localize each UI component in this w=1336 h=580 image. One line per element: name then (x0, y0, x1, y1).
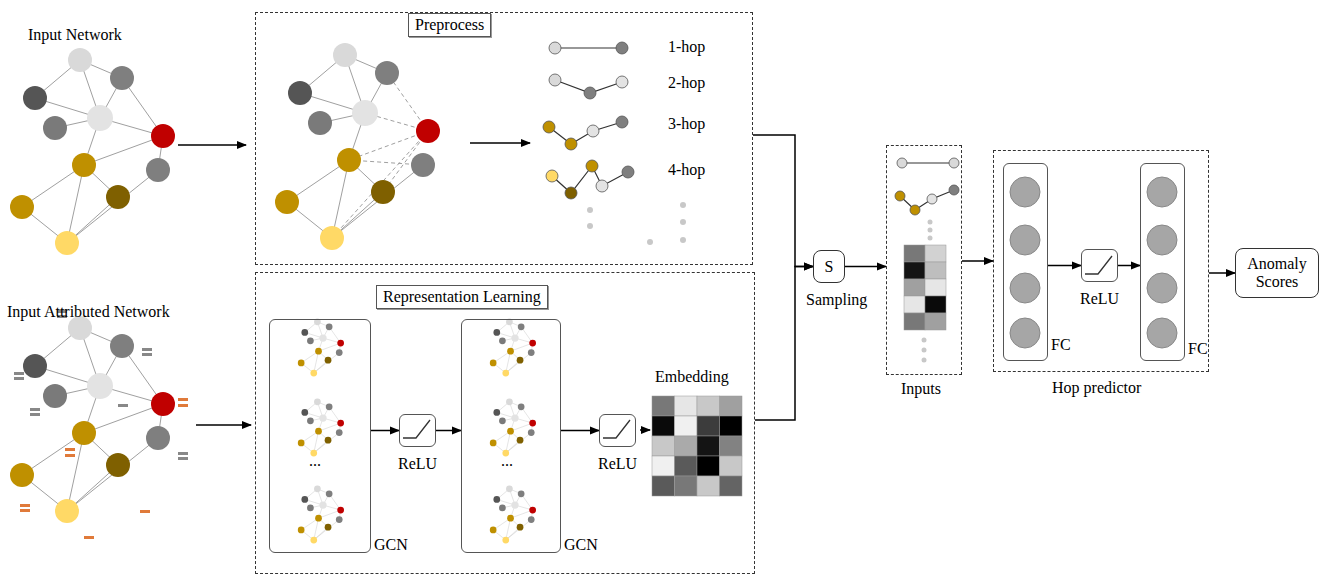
layer-box: FC (1003, 163, 1048, 361)
node-text: Preprocess (408, 13, 491, 37)
flow-arrow (436, 430, 461, 432)
node-text: GCN (374, 536, 408, 554)
dashed-region: Inputs (886, 145, 962, 375)
node-text: Sampling (806, 291, 867, 309)
figure-label: 4-hop (668, 161, 705, 179)
layer-box: ReLU (599, 414, 636, 447)
node-text: S (814, 258, 844, 276)
figure-label: Embedding (655, 368, 729, 386)
dashed-region: Hop predictorFCReLUFC (993, 150, 1209, 372)
process-box: SSampling (813, 250, 845, 283)
figure-label: Input Attributed Network (7, 303, 170, 321)
node-text: Anomaly Scores (1236, 255, 1318, 292)
dashed-region: Representation LearningGCNReLUGCNReLU (255, 272, 755, 574)
figure-label: 1-hop (668, 38, 705, 56)
node-text: FC (1051, 336, 1071, 354)
node-text: Hop predictor (1052, 379, 1141, 397)
layer-box: ReLU (1081, 249, 1118, 282)
layer-box: GCN (461, 319, 561, 553)
layer-box: FC (1140, 163, 1185, 361)
layer-box: GCN (269, 319, 371, 553)
figure-label: 3-hop (668, 115, 705, 133)
flow-arrow (845, 266, 886, 268)
figure-label: Input Network (28, 26, 122, 44)
flow-arrow (1048, 265, 1081, 267)
node-text: ReLU (1080, 290, 1119, 308)
flow-arrow (755, 267, 813, 421)
figure-label: 2-hop (668, 74, 705, 92)
node-text: GCN (564, 536, 598, 554)
layer-box: ReLU (399, 414, 436, 447)
node-text: ReLU (598, 455, 637, 473)
flow-arrow (753, 135, 813, 267)
flow-arrow (371, 430, 399, 432)
flow-arrow (561, 430, 599, 432)
flow-arrow (1118, 265, 1140, 267)
node-text: Inputs (901, 380, 941, 398)
node-text: ReLU (398, 455, 437, 473)
flow-arrow (1209, 272, 1235, 274)
figure-label: ... (501, 452, 513, 470)
figure-label: ... (309, 452, 321, 470)
node-text: FC (1188, 340, 1208, 358)
flow-arrow (962, 260, 993, 262)
node-text: Representation Learning (376, 285, 548, 309)
process-box: Anomaly Scores (1235, 248, 1319, 298)
